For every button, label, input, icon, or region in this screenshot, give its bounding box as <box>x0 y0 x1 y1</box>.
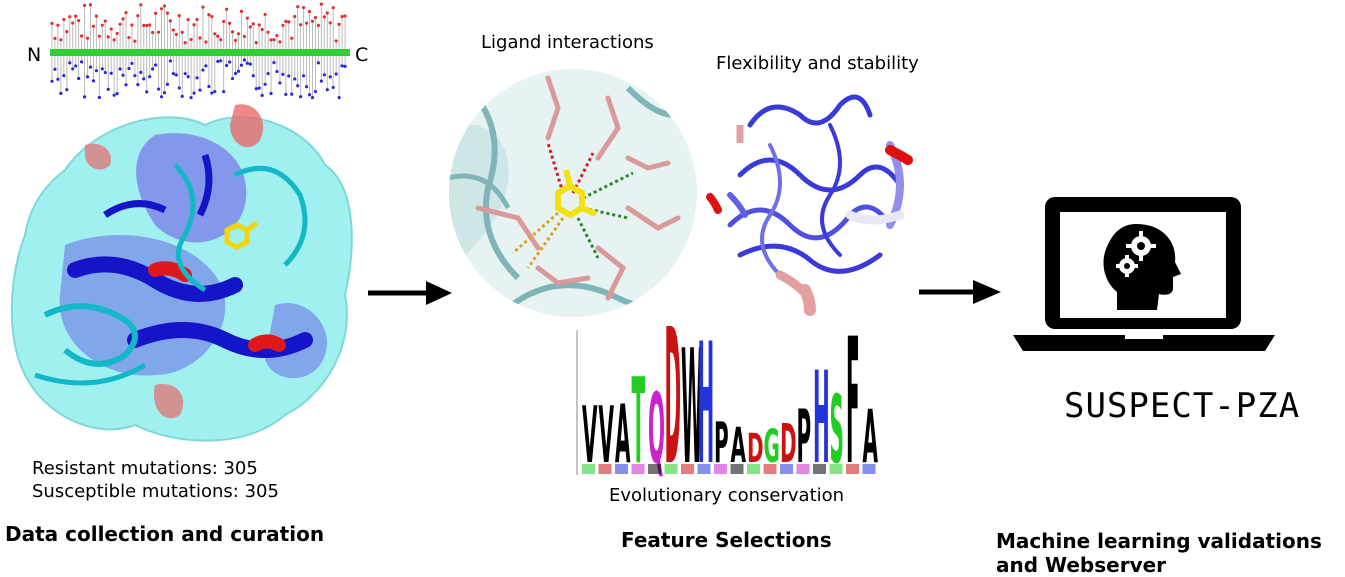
logo-letter: P <box>714 410 729 475</box>
logo-letter: P <box>797 394 812 480</box>
protein-surface-structure <box>10 104 353 442</box>
flexibility-stability-label: Flexibility and stability <box>716 53 919 74</box>
logo-letter: A <box>863 394 879 480</box>
ligand-interactions-label: Ligand interactions <box>481 32 654 53</box>
c-terminus-label: C <box>355 44 369 66</box>
ml-validation-caption-line2: and Webserver <box>996 553 1167 577</box>
logo-letter: W <box>681 317 703 499</box>
data-collection-caption: Data collection and curation <box>5 522 325 546</box>
logo-letter: F <box>846 302 860 504</box>
logo-letter: D <box>780 413 797 475</box>
suspect-pza-title: SUSPECT-PZA <box>1064 386 1301 426</box>
logo-letter: S <box>830 375 844 484</box>
logo-letter: T <box>632 353 646 490</box>
logo-letter: A <box>615 388 630 481</box>
logo-letter: V <box>599 392 615 481</box>
flexibility-ribbon-structure <box>706 94 913 316</box>
mutation-lollipop-plot <box>50 2 350 100</box>
feature-selections-caption: Feature Selections <box>621 528 832 552</box>
resistant-mutations-count: Resistant mutations: 305 <box>32 458 258 479</box>
logo-letter: D <box>747 427 764 473</box>
brain-gears-icon <box>1103 224 1181 310</box>
logo-letter: H <box>698 308 715 502</box>
ml-validation-caption-line1: Machine learning validations <box>996 529 1322 553</box>
arrow-right-icon <box>368 281 452 305</box>
logo-letter: G <box>764 421 780 474</box>
logo-letter: A <box>731 418 747 474</box>
logo-letter: H <box>813 346 830 493</box>
evolutionary-conservation-label: Evolutionary conservation <box>609 485 845 506</box>
ligand-interaction-view <box>449 69 697 317</box>
susceptible-mutations-count: Susceptible mutations: 305 <box>32 481 279 502</box>
logo-letter: V <box>582 392 598 481</box>
arrow-right-icon <box>919 280 1001 304</box>
logo-letter: D <box>665 290 682 507</box>
n-terminus-label: N <box>27 44 42 66</box>
logo-letter: Q <box>648 375 665 486</box>
